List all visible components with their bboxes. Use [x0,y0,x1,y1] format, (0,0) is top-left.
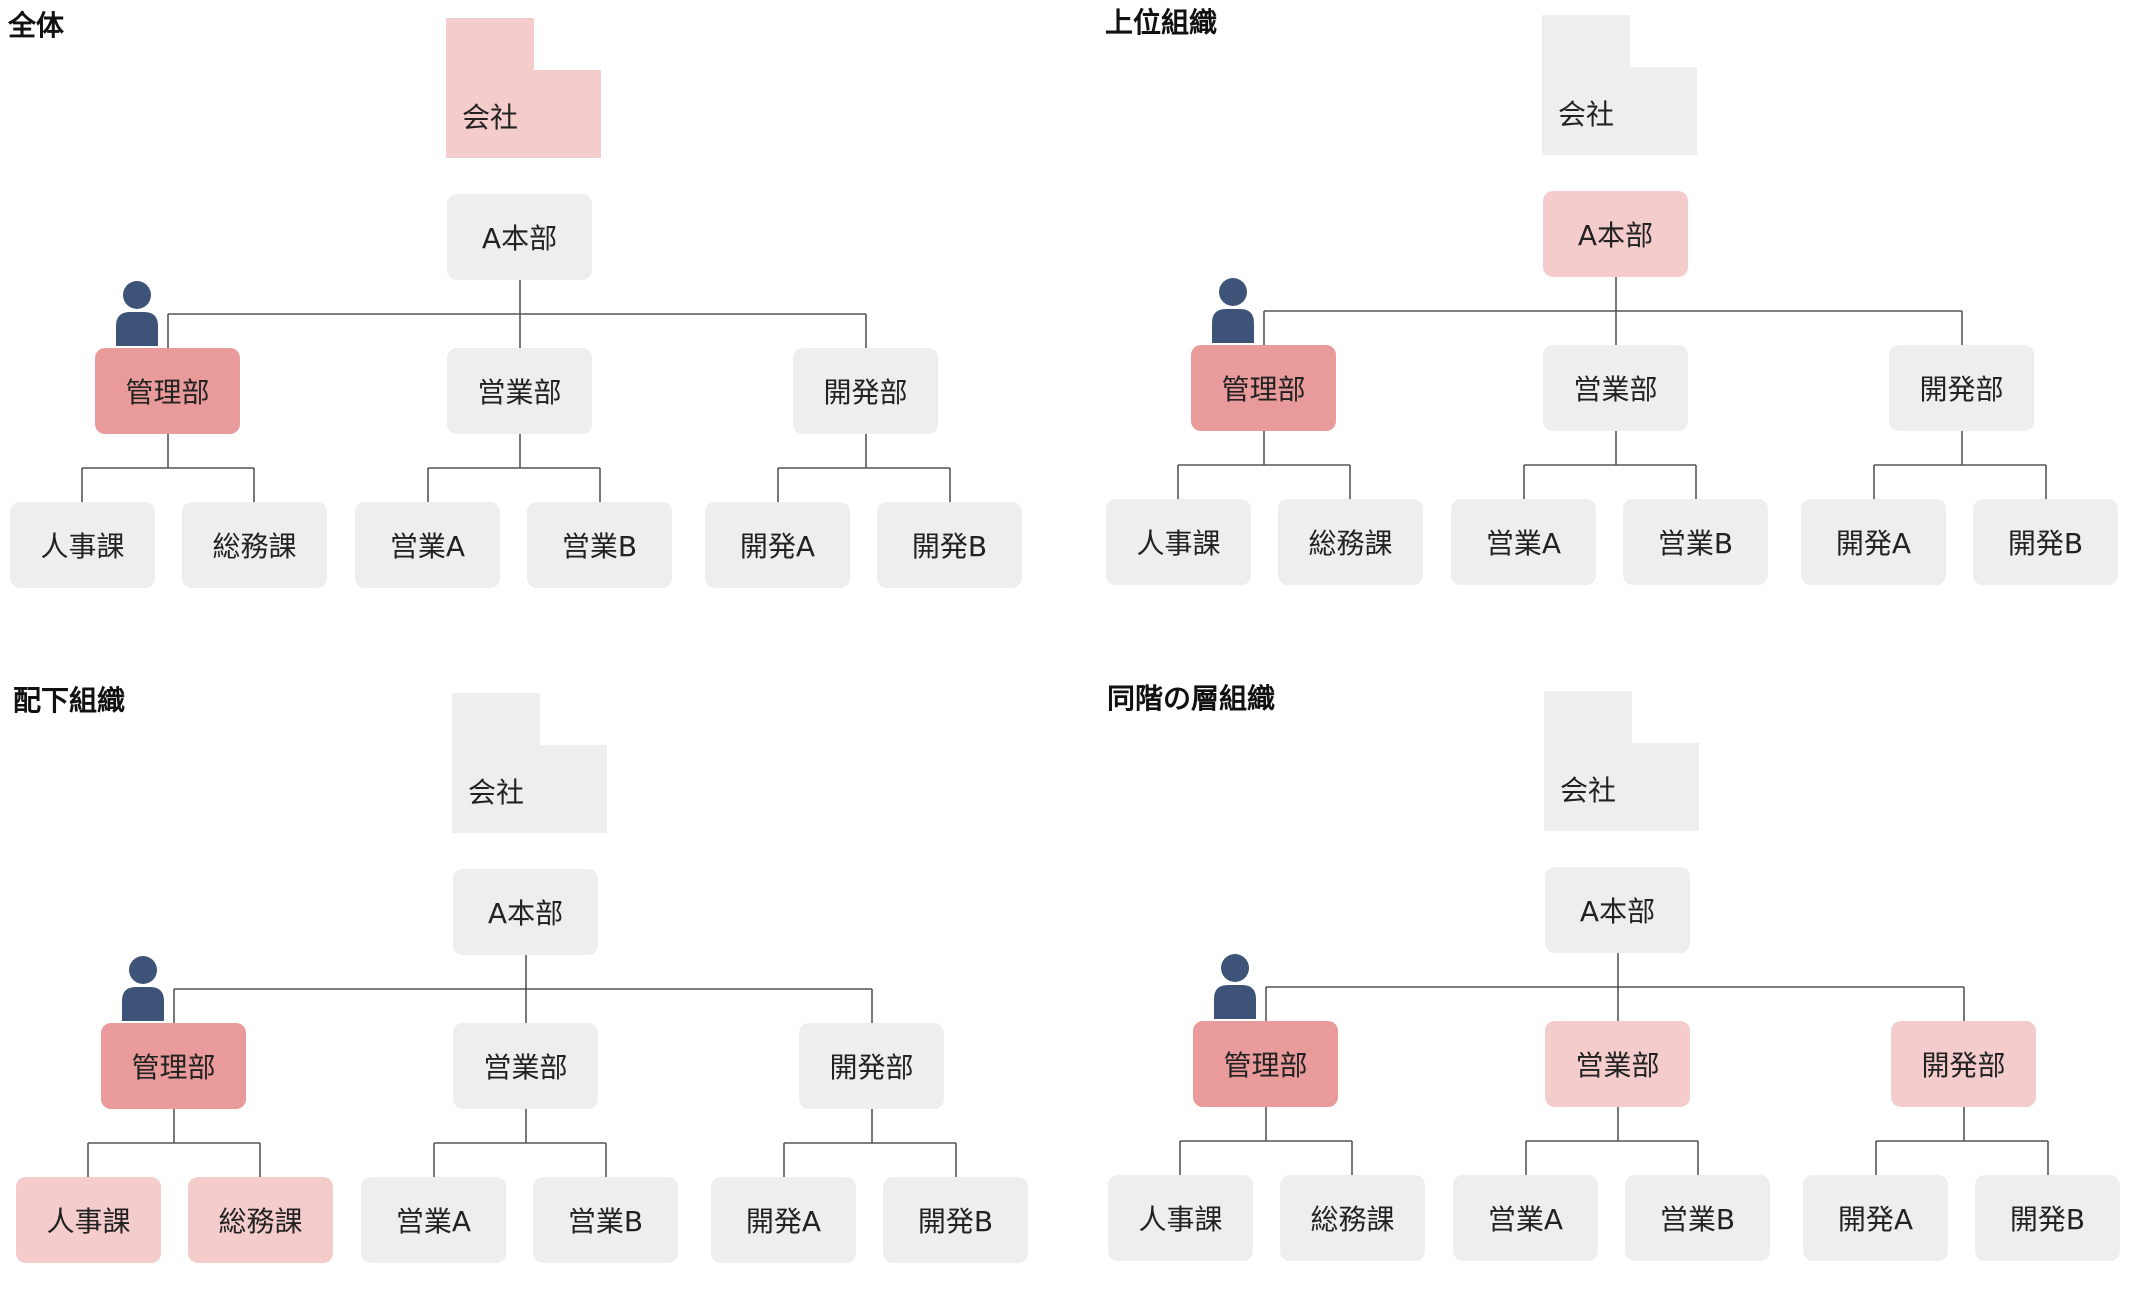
connector-lines [87,955,957,1177]
connector-lines [1179,953,2049,1175]
dept-node-sales: 営業部 [453,1023,598,1109]
panel-title: 上位組織 [1105,6,1218,39]
dept-node-admin: 管理部 [1193,1021,1338,1107]
section-node-dev-b: 開発B [1975,1175,2120,1261]
section-node-sales-a: 営業A [355,502,500,588]
dept-node-admin: 管理部 [101,1023,246,1109]
connector-lines [81,280,951,502]
section-node-sales-a: 営業A [1453,1175,1598,1261]
company-label: 会社 [1560,774,1617,807]
dept-node-sales: 営業部 [1543,345,1688,431]
company-node: 会社 [1542,15,1697,155]
dept-node-sales: 営業部 [447,348,592,434]
section-node-general: 総務課 [188,1177,333,1263]
dept-node-dev: 開発部 [793,348,938,434]
company-node: 会社 [1544,691,1699,831]
hq-node: A本部 [447,194,592,280]
dept-node-admin: 管理部 [95,348,240,434]
person-icon [1212,278,1254,343]
section-node-hr: 人事課 [1108,1175,1253,1261]
company-node: 会社 [446,18,601,158]
panel-overall: 全体 会社 A本部 管理部 営業部 開発部 人事課 総務課 営業A 営業B 開発… [0,0,1066,631]
section-node-dev-b: 開発B [883,1177,1028,1263]
section-node-dev-b: 開発B [877,502,1022,588]
section-node-sales-b: 営業B [533,1177,678,1263]
company-label: 会社 [462,101,519,134]
section-node-sales-b: 営業B [527,502,672,588]
hq-node: A本部 [1545,867,1690,953]
person-icon [122,956,164,1021]
section-node-dev-a: 開発A [705,502,850,588]
section-node-general: 総務課 [1280,1175,1425,1261]
dept-node-sales: 営業部 [1545,1021,1690,1107]
panel-subordinate-org: 配下組織 会社 A本部 管理部 営業部 開発部 人事課 総務課 営業A 営業B … [6,675,1072,1306]
section-node-dev-b: 開発B [1973,499,2118,585]
panel-same-level-org: 同階の層組織 会社 A本部 管理部 営業部 開発部 人事課 総務課 営業A 営業… [1098,673,2133,1304]
hq-node: A本部 [453,869,598,955]
section-node-dev-a: 開発A [1803,1175,1948,1261]
section-node-hr: 人事課 [1106,499,1251,585]
dept-node-dev: 開発部 [799,1023,944,1109]
company-node: 会社 [452,693,607,833]
section-node-general: 総務課 [182,502,327,588]
person-icon [116,281,158,346]
section-node-dev-a: 開発A [1801,499,1946,585]
section-node-hr: 人事課 [10,502,155,588]
connector-lines [1177,277,2047,499]
section-node-sales-a: 営業A [1451,499,1596,585]
person-icon [1214,954,1256,1019]
section-node-sales-b: 営業B [1625,1175,1770,1261]
section-node-sales-a: 営業A [361,1177,506,1263]
panel-upper-org: 上位組織 会社 A本部 管理部 営業部 開発部 人事課 総務課 営業A 営業B … [1096,0,2133,628]
dept-node-dev: 開発部 [1889,345,2034,431]
panel-title: 同階の層組織 [1107,682,1276,715]
dept-node-admin: 管理部 [1191,345,1336,431]
section-node-sales-b: 営業B [1623,499,1768,585]
section-node-hr: 人事課 [16,1177,161,1263]
panel-title: 全体 [8,9,65,42]
section-node-dev-a: 開発A [711,1177,856,1263]
panel-title: 配下組織 [13,684,126,717]
hq-node: A本部 [1543,191,1688,277]
company-label: 会社 [1558,98,1615,131]
dept-node-dev: 開発部 [1891,1021,2036,1107]
company-label: 会社 [468,776,525,809]
section-node-general: 総務課 [1278,499,1423,585]
